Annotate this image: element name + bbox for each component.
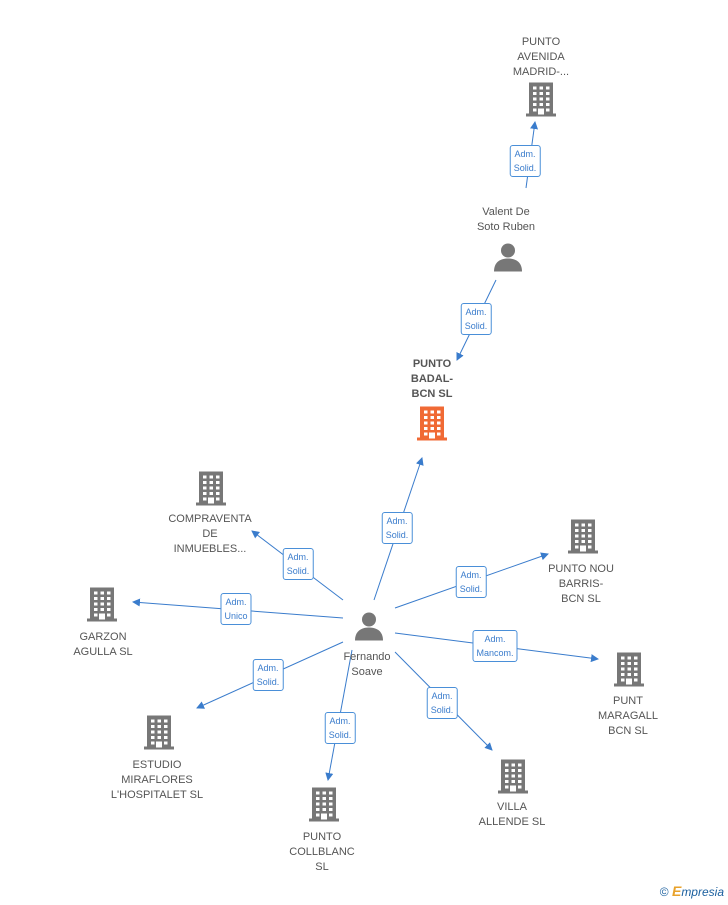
- person-icon[interactable]: [493, 242, 523, 277]
- node-label-punt-maragall[interactable]: PUNT MARAGALL BCN SL: [598, 695, 658, 737]
- building-icon[interactable]: [498, 758, 528, 799]
- node-label-punto-collblanc[interactable]: PUNTO COLLBLANC SL: [289, 831, 355, 873]
- node-label-fernando[interactable]: Fernando Soave: [343, 651, 391, 678]
- edge-label-valent-to-punto-avenida: Adm. Solid.: [509, 145, 541, 177]
- node-label-valent[interactable]: Valent De Soto Ruben: [476, 206, 536, 233]
- building-icon[interactable]: [196, 470, 226, 511]
- building-icon[interactable]: [87, 586, 117, 627]
- node-label-punto-avenida[interactable]: PUNTO AVENIDA MADRID-...: [512, 36, 570, 78]
- edge-label-fernando-to-punt-maragall: Adm. Mancom.: [472, 630, 518, 662]
- node-label-villa[interactable]: VILLA ALLENDE SL: [478, 801, 546, 828]
- building-icon[interactable]: [568, 518, 598, 559]
- brand-logo-initial: E: [671, 883, 682, 899]
- edge-label-valent-to-punto-badal: Adm. Solid.: [460, 303, 492, 335]
- edge-label-fernando-to-garzon: Adm. Unico: [220, 593, 252, 625]
- building-icon[interactable]: [144, 714, 174, 755]
- edge-label-fernando-to-punto-collblanc: Adm. Solid.: [324, 712, 356, 744]
- edge-label-fernando-to-compraventa: Adm. Solid.: [282, 548, 314, 580]
- building-icon[interactable]: [614, 651, 644, 692]
- node-label-compraventa[interactable]: COMPRAVENTA DE INMUEBLES...: [168, 513, 252, 555]
- node-label-garzon[interactable]: GARZON AGULLA SL: [73, 631, 133, 658]
- node-label-estudio[interactable]: ESTUDIO MIRAFLORES L'HOSPITALET SL: [110, 759, 204, 801]
- copyright-notice: © Empresia: [660, 883, 724, 899]
- building-icon[interactable]: [417, 405, 447, 446]
- person-icon[interactable]: [354, 611, 384, 646]
- copyright-symbol: ©: [659, 885, 669, 899]
- edge-label-fernando-to-villa: Adm. Solid.: [426, 687, 458, 719]
- building-icon[interactable]: [309, 786, 339, 827]
- building-icon[interactable]: [526, 81, 556, 122]
- node-label-punto-nou[interactable]: PUNTO NOU BARRIS- BCN SL: [548, 563, 614, 605]
- edge-label-fernando-to-punto-badal: Adm. Solid.: [381, 512, 413, 544]
- brand-logo-text: mpresia: [681, 885, 724, 899]
- edge-label-fernando-to-estudio: Adm. Solid.: [252, 659, 284, 691]
- edge-label-fernando-to-punto-nou: Adm. Solid.: [455, 566, 487, 598]
- node-label-punto-badal[interactable]: PUNTO BADAL- BCN SL: [410, 358, 454, 400]
